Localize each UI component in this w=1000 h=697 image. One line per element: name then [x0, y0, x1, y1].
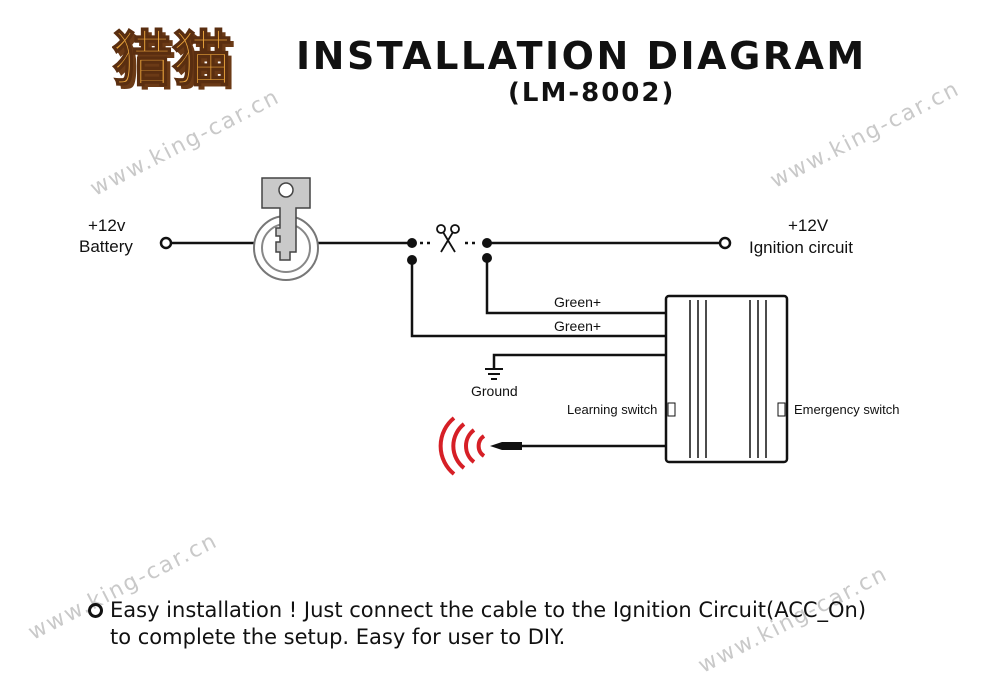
green-wire-2-label: Green+ [554, 318, 602, 334]
brand-logo-shadow: 猎猫 [116, 29, 236, 98]
page-title: INSTALLATION DIAGRAM [296, 34, 867, 78]
antenna-icon [438, 416, 522, 476]
footer-line-1: Easy installation ! Just connect the cab… [110, 598, 867, 622]
footer-line-2: to complete the setup. Easy for user to … [110, 625, 566, 649]
emergency-switch-label: Emergency switch [794, 402, 900, 417]
splice-right [482, 253, 492, 263]
battery-label: Battery [79, 237, 133, 256]
green-wire-1-label: Green+ [554, 294, 602, 310]
scissors-icon [436, 224, 460, 253]
battery-terminal [159, 236, 173, 250]
brand-logo: 猎猫 猎猫 [112, 24, 236, 98]
ignition-voltage-label: +12V [788, 216, 829, 235]
control-module [664, 294, 789, 464]
bullet-circle-icon [88, 603, 103, 618]
model-number: (LM-8002) [508, 78, 676, 108]
splice-left [407, 255, 417, 265]
ignition-key-icon [253, 177, 319, 281]
ignition-circuit-label: Ignition circuit [749, 238, 853, 257]
ground-wire [492, 353, 666, 368]
footer-note: Easy installation ! Just connect the cab… [88, 597, 866, 651]
ground-icon [485, 368, 503, 380]
battery-voltage-label: +12v [88, 216, 126, 235]
learning-switch-label: Learning switch [567, 402, 658, 417]
cut-point-right [482, 238, 492, 248]
emergency-switch-button [777, 402, 786, 417]
cut-point-left [407, 238, 417, 248]
green-wire-1 [485, 258, 666, 315]
brand-logo-text: 猎猫 [112, 25, 232, 95]
learning-switch-button [667, 402, 676, 417]
ground-label: Ground [471, 383, 518, 399]
ignition-terminal [718, 236, 732, 250]
green-wire-2 [410, 260, 666, 338]
